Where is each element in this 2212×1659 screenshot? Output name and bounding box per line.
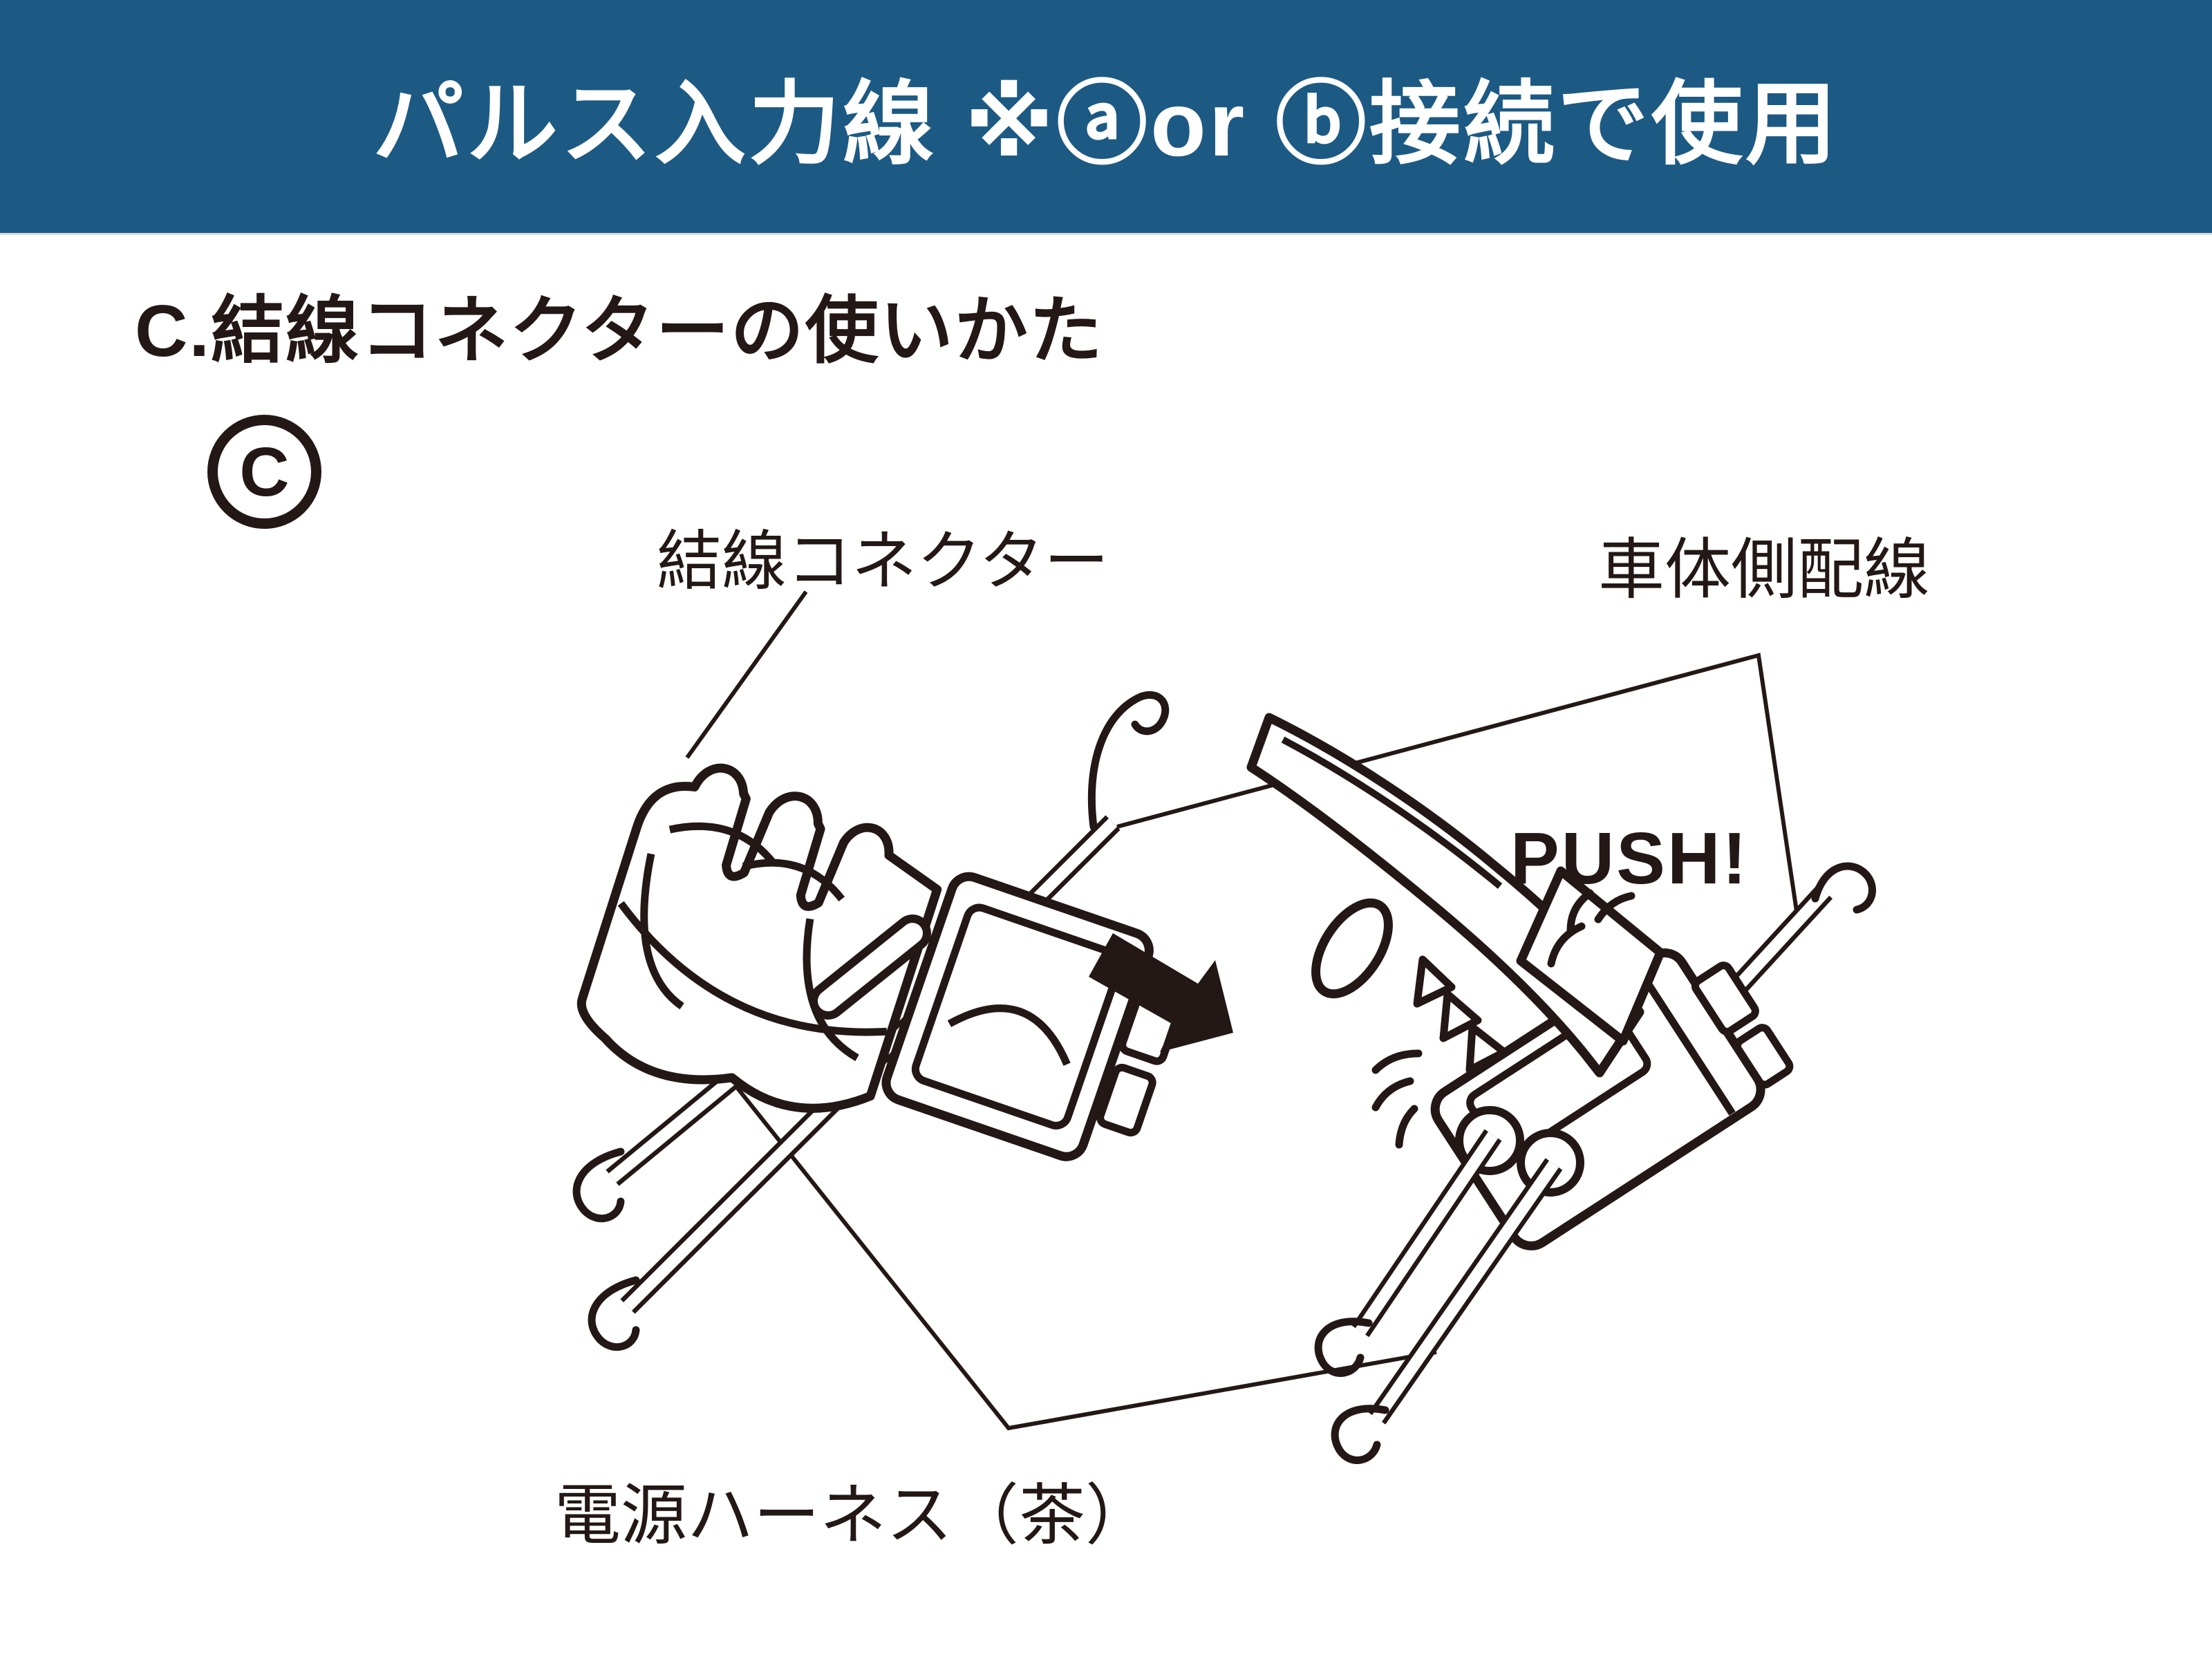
harness-wire-right-2-core (1372, 1161, 1559, 1422)
stress-mark (1371, 1077, 1414, 1112)
arrow-icon (1089, 933, 1233, 1052)
open-connector-illustration (572, 691, 1184, 1351)
open-connector-body (577, 763, 1184, 1161)
harness-wire-tip-core (818, 923, 923, 1011)
pliers-pivot (1311, 898, 1393, 999)
label-power-harness: 電源ハーネス（茶） (554, 1479, 1152, 1553)
connector-cover-channel (947, 1004, 1071, 1066)
wire-cut-mark (1314, 1318, 1373, 1377)
leader-line-power-harness (732, 1082, 1437, 1431)
leader-line-connector (685, 590, 808, 759)
harness-wire-right-1-core (1355, 1132, 1499, 1335)
wire-cut-mark (588, 1276, 640, 1351)
connector-cover-inner (911, 903, 1124, 1130)
closed-connector-latch-1 (1691, 962, 1759, 1035)
wire-cut-mark (572, 1147, 625, 1223)
header-band: パルス入力線 ※ⓐor ⓑ接続で使用 (0, 0, 2212, 235)
wire-cut-marks-left (572, 691, 1170, 1351)
connector-shell (577, 763, 942, 1113)
connector-latch-tab-2 (1096, 1063, 1156, 1137)
pliers-jaw (1516, 866, 1665, 1046)
connector-channel-lines (617, 822, 888, 1062)
stress-mark (1547, 922, 1586, 968)
section-heading: C.結線コネクターの使いかた (135, 290, 1104, 372)
closed-connector-latch-2 (1734, 1024, 1794, 1089)
label-connector: 結線コネクター (657, 525, 1109, 597)
wire-cut-mark (1087, 691, 1170, 831)
wire-cut-marks-right (1314, 862, 1876, 1464)
wire-cut-mark (1811, 862, 1876, 914)
stress-marks (1371, 889, 1635, 1149)
stress-mark (1594, 892, 1635, 924)
label-push: PUSH! (1510, 818, 1749, 899)
label-vehicle-wire: 車体側配線 (1598, 533, 1930, 607)
stress-mark (1395, 1105, 1418, 1149)
closed-connector-illustration (1246, 713, 1876, 1464)
pliers (1246, 713, 1665, 1078)
pliers-grip-teeth (1413, 955, 1508, 1074)
wire-cut-mark (1331, 1405, 1389, 1464)
stress-mark (1371, 1049, 1423, 1074)
stress-mark (1566, 889, 1594, 935)
page-title: パルス入力線 ※ⓐor ⓑ接続で使用 (373, 73, 1839, 175)
step-c-letter: C (239, 433, 290, 511)
closed-connector-end-line (1636, 968, 1736, 1116)
pliers-handle-line (1281, 736, 1503, 889)
